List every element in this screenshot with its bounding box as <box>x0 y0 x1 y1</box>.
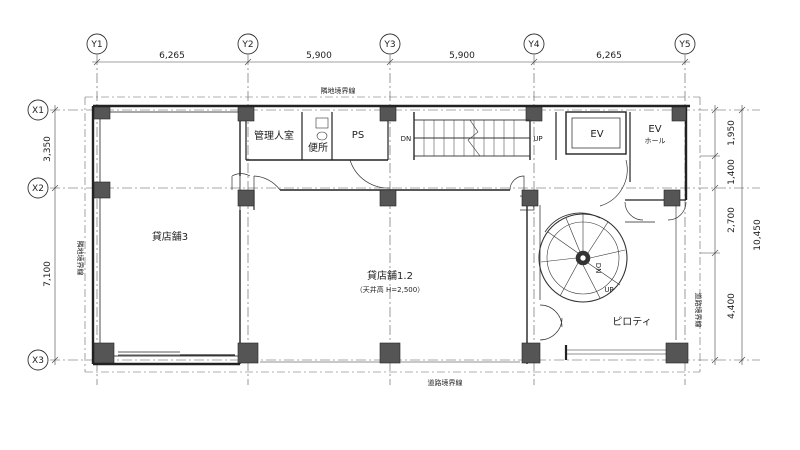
column <box>671 106 687 122</box>
spiral-dn-label: DN <box>594 263 602 274</box>
column <box>521 189 539 207</box>
room-label-shop3: 貸店舗3 <box>152 230 188 243</box>
stair-up-label: UP <box>533 135 542 143</box>
dim-left-2: 7,100 <box>43 261 53 287</box>
dim-top-3: 5,900 <box>449 51 475 61</box>
grid-lines <box>50 55 760 385</box>
dim-right-total: 10,450 <box>753 219 763 251</box>
spiral-stair <box>538 212 628 303</box>
door-ps-corridor <box>349 159 391 189</box>
doors <box>231 159 687 341</box>
spiral-up-label: UP <box>604 286 613 294</box>
dim-left-1: 3,350 <box>43 136 53 162</box>
column <box>237 342 259 364</box>
dim-top-4: 6,265 <box>596 51 622 61</box>
axis-marker-y4: Y4 <box>523 33 545 55</box>
axis-marker-x2: X2 <box>27 177 49 199</box>
boundary-label-left: 隣地境界線 <box>76 241 85 276</box>
door-piloti-double <box>539 304 563 341</box>
toilet-icon <box>315 117 329 129</box>
toilet-fixtures <box>315 117 329 141</box>
axis-label-y5: Y5 <box>678 40 690 50</box>
stair-dn-label: DN <box>401 135 412 143</box>
room-label-toilet: 便所 <box>308 141 328 154</box>
door-stair-corridor <box>509 175 525 191</box>
column <box>93 106 111 120</box>
room-label-piloti: ピロティ <box>612 316 651 328</box>
dim-right-1: 1,950 <box>727 120 737 146</box>
axis-marker-y3: Y3 <box>379 33 401 55</box>
door-shop12-corridor <box>253 175 281 210</box>
door-ev-hall <box>599 159 628 207</box>
room-label-ev-hall-1: EV <box>648 124 661 135</box>
axis-marker-x3: X3 <box>27 349 49 371</box>
axis-markers-y: Y1 Y2 Y3 Y4 Y5 <box>86 33 696 55</box>
column <box>521 342 541 364</box>
column <box>237 106 255 122</box>
column <box>237 189 255 207</box>
room-label-ps: PS <box>352 130 364 141</box>
axis-marker-y2: Y2 <box>237 33 259 55</box>
room-label-manager: 管理人室 <box>254 129 294 142</box>
axis-label-x2: X2 <box>32 184 44 194</box>
door-hall-double <box>624 201 687 221</box>
axis-marker-x1: X1 <box>27 99 49 121</box>
axis-marker-y1: Y1 <box>86 33 108 55</box>
dim-top-1: 6,265 <box>159 51 185 61</box>
room-label-ev-hall-2: ホール <box>645 137 666 145</box>
column <box>379 342 401 364</box>
boundary-lines <box>84 96 701 373</box>
axis-markers-x: X1 X2 X3 <box>27 99 49 371</box>
column <box>525 106 543 122</box>
room-label-shop12: 貸店舗1.2 <box>367 269 413 282</box>
wash-basin-icon <box>316 131 328 141</box>
axis-label-x3: X3 <box>32 356 44 366</box>
dim-right-2: 1,400 <box>727 159 737 185</box>
boundary-label-bottom: 道路境界線 <box>428 378 463 387</box>
column <box>663 189 681 207</box>
axis-label-y1: Y1 <box>90 40 102 50</box>
column <box>379 189 397 207</box>
door-manager-hall <box>231 173 251 190</box>
dim-right-4: 4,400 <box>727 293 737 319</box>
column <box>93 181 111 199</box>
dim-right-3: 2,700 <box>727 207 737 233</box>
column <box>93 342 115 364</box>
axis-label-y3: Y3 <box>383 40 395 50</box>
column <box>379 106 397 122</box>
columns <box>93 106 689 364</box>
boundary-label-top: 隣地境界線 <box>321 86 356 95</box>
axis-marker-y5: Y5 <box>674 33 696 55</box>
walls <box>91 104 690 366</box>
room-label-ev: EV <box>590 129 603 140</box>
dimension-lines <box>51 58 746 365</box>
straight-stair <box>413 119 531 157</box>
room-note-shop12: （天井高 H=2,500） <box>356 285 424 294</box>
axis-label-y4: Y4 <box>527 40 539 50</box>
column <box>665 342 689 364</box>
axis-label-x1: X1 <box>32 106 44 116</box>
dim-top-2: 5,900 <box>306 51 332 61</box>
boundary-label-right: 道路境界線 <box>694 293 703 328</box>
axis-label-y2: Y2 <box>241 40 253 50</box>
